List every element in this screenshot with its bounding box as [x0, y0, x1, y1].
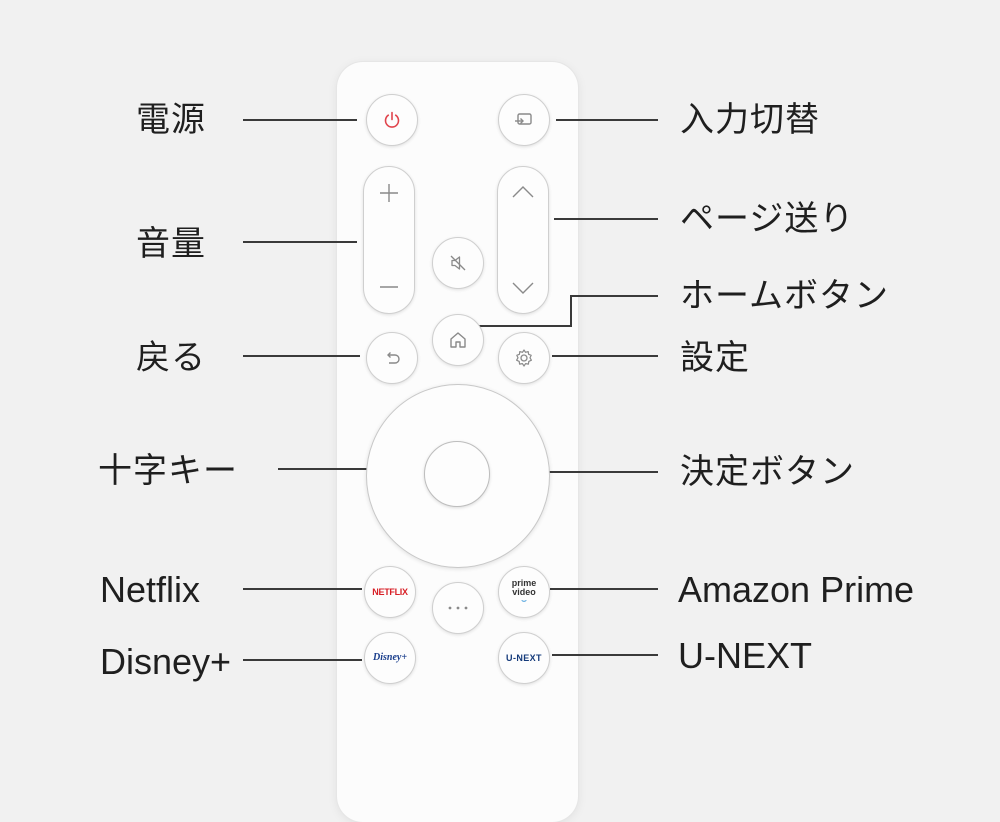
- chevron-up-icon: [512, 186, 534, 198]
- unext-button[interactable]: U-NEXT: [498, 632, 550, 684]
- home-icon: [450, 332, 466, 348]
- power-icon: [384, 111, 400, 128]
- mute-button[interactable]: [432, 237, 484, 289]
- netflix-logo: NETFLIX: [372, 586, 408, 597]
- page-rocker: [497, 166, 549, 314]
- volume-rocker: [363, 166, 415, 314]
- prime-logo-line2: video: [512, 587, 536, 597]
- power-button[interactable]: [366, 94, 418, 146]
- prime-video-logo: prime video ⌣: [511, 578, 537, 606]
- label-unext: U-NEXT: [678, 635, 812, 676]
- label-dpad: 十字キー: [98, 451, 238, 491]
- back-button[interactable]: [366, 332, 418, 384]
- home-button[interactable]: [432, 314, 484, 366]
- page-down-button[interactable]: [498, 277, 548, 299]
- disney-plus-logo: Disney+: [372, 652, 408, 663]
- input-switch-button[interactable]: [498, 94, 550, 146]
- volume-down-button[interactable]: [364, 275, 414, 299]
- label-prime: Amazon Prime: [678, 569, 915, 610]
- ellipsis-icon: [448, 606, 468, 610]
- mute-icon: [450, 255, 466, 271]
- label-settings: 設定: [680, 338, 750, 378]
- back-arrow-icon: [387, 352, 400, 364]
- plus-icon: [380, 184, 398, 202]
- volume-up-button[interactable]: [364, 181, 414, 205]
- label-input: 入力切替: [680, 100, 820, 140]
- prime-smile-icon: ⌣: [521, 596, 527, 605]
- disney-plus-button[interactable]: Disney+: [364, 632, 416, 684]
- chevron-down-icon: [512, 282, 534, 294]
- more-button[interactable]: [432, 582, 484, 634]
- label-disney: Disney+: [100, 641, 232, 682]
- prime-logo-line1: prime: [511, 578, 537, 588]
- label-netflix: Netflix: [100, 569, 201, 610]
- input-switch-icon: [515, 113, 532, 125]
- leader-home: [478, 295, 658, 327]
- page-up-button[interactable]: [498, 181, 548, 203]
- ok-button[interactable]: [424, 441, 490, 507]
- gear-icon: [516, 349, 532, 367]
- label-page: ページ送り: [680, 199, 855, 239]
- minus-icon: [380, 286, 398, 288]
- label-home: ホームボタン: [680, 276, 889, 316]
- label-volume: 音量: [136, 224, 206, 264]
- netflix-button[interactable]: NETFLIX: [364, 566, 416, 618]
- label-power: 電源: [136, 100, 206, 140]
- label-back: 戻る: [136, 338, 206, 378]
- label-ok: 決定ボタン: [680, 452, 855, 492]
- settings-button[interactable]: [498, 332, 550, 384]
- unext-logo: U-NEXT: [506, 652, 542, 663]
- prime-video-button[interactable]: prime video ⌣: [498, 566, 550, 618]
- remote-diagram: NETFLIX prime video ⌣ Disney+ U-NEXT 電源 …: [98, 62, 915, 822]
